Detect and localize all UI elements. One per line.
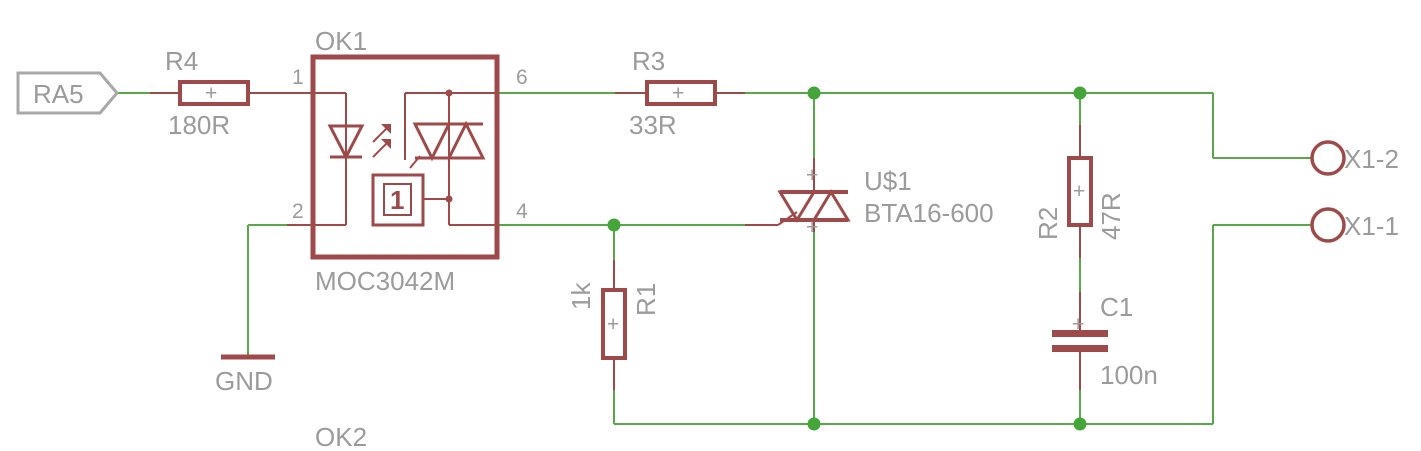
r3-value: 33R xyxy=(629,110,677,140)
ok1-pin-1: 1 xyxy=(292,66,304,89)
resistor-body xyxy=(1067,156,1093,227)
resistor-r1[interactable]: + 1k R1 xyxy=(566,260,661,390)
led-icon xyxy=(327,93,365,225)
triac-icon xyxy=(745,158,851,232)
capacitor-plate xyxy=(1052,345,1108,352)
junction-dot xyxy=(445,89,453,97)
internal-triac-icon xyxy=(404,89,486,225)
gnd-symbol[interactable]: GND xyxy=(215,354,275,396)
r2-value: 47R xyxy=(1096,192,1126,240)
ok1-pin-6: 6 xyxy=(516,66,528,89)
x1-1-label: X1-1 xyxy=(1344,211,1399,241)
optocoupler-ok2[interactable]: OK2 xyxy=(315,422,367,451)
r1-value: 1k xyxy=(566,282,596,310)
resistor-r3[interactable]: + R3 33R xyxy=(615,46,745,140)
plus-mark: + xyxy=(806,164,818,187)
port-shape xyxy=(16,71,119,115)
light-arrows-icon xyxy=(372,124,391,158)
gnd-label: GND xyxy=(215,366,273,396)
ok2-name: OK2 xyxy=(315,422,367,451)
junctions xyxy=(607,86,1087,431)
resistor-body xyxy=(178,80,250,106)
terminal-ring-icon xyxy=(1310,207,1346,243)
junction-dot xyxy=(607,218,621,232)
terminal-ring-icon xyxy=(1310,140,1346,176)
x1-2-label: X1-2 xyxy=(1344,144,1399,174)
plus-mark: + xyxy=(1073,180,1085,203)
resistor-r4[interactable]: + R4 180R xyxy=(150,46,287,140)
zero-cross-label: 1 xyxy=(390,185,404,215)
zero-cross-box: 1 xyxy=(371,173,449,227)
ok1-pin-2: 2 xyxy=(292,200,304,223)
r4-value: 180R xyxy=(168,110,230,140)
resistor-body xyxy=(601,288,627,360)
terminal-x1-1[interactable]: X1-1 xyxy=(1310,207,1399,243)
resistor-body xyxy=(645,80,717,106)
capacitor-plate xyxy=(1052,330,1108,337)
optocoupler-ok1[interactable]: 1 OK1 MOC3042M 1 2 6 4 xyxy=(287,26,528,296)
resistor-r2[interactable]: + R2 47R xyxy=(1033,125,1126,258)
junction-dot xyxy=(1073,417,1087,431)
ok1-name: OK1 xyxy=(315,26,367,56)
ra5-port[interactable]: RA5 xyxy=(16,71,119,115)
triac-value: BTA16-600 xyxy=(864,198,994,228)
plus-mark: + xyxy=(806,216,818,239)
junction-dot xyxy=(807,86,821,100)
plus-mark: + xyxy=(205,82,217,105)
r1-name: R1 xyxy=(631,283,661,316)
junction-dot xyxy=(1073,86,1087,100)
port-label-ra5: RA5 xyxy=(33,79,84,109)
c1-name: C1 xyxy=(1100,292,1133,322)
capacitor-c1[interactable]: + C1 100n xyxy=(1052,292,1158,390)
c1-value: 100n xyxy=(1100,360,1158,390)
plus-mark: + xyxy=(672,82,684,105)
junction-dot xyxy=(807,417,821,431)
plus-mark: + xyxy=(1072,313,1084,336)
ok1-pin-4: 4 xyxy=(516,200,528,223)
triac-u1[interactable]: + + U$1 BTA16-600 xyxy=(745,158,994,239)
r4-name: R4 xyxy=(165,46,198,76)
r2-name: R2 xyxy=(1033,207,1063,240)
plus-mark: + xyxy=(607,313,619,336)
ok1-part: MOC3042M xyxy=(315,266,455,296)
ok1-package xyxy=(310,54,500,260)
triac-name: U$1 xyxy=(864,166,912,196)
r3-name: R3 xyxy=(632,46,665,76)
terminal-x1-2[interactable]: X1-2 xyxy=(1310,140,1399,176)
